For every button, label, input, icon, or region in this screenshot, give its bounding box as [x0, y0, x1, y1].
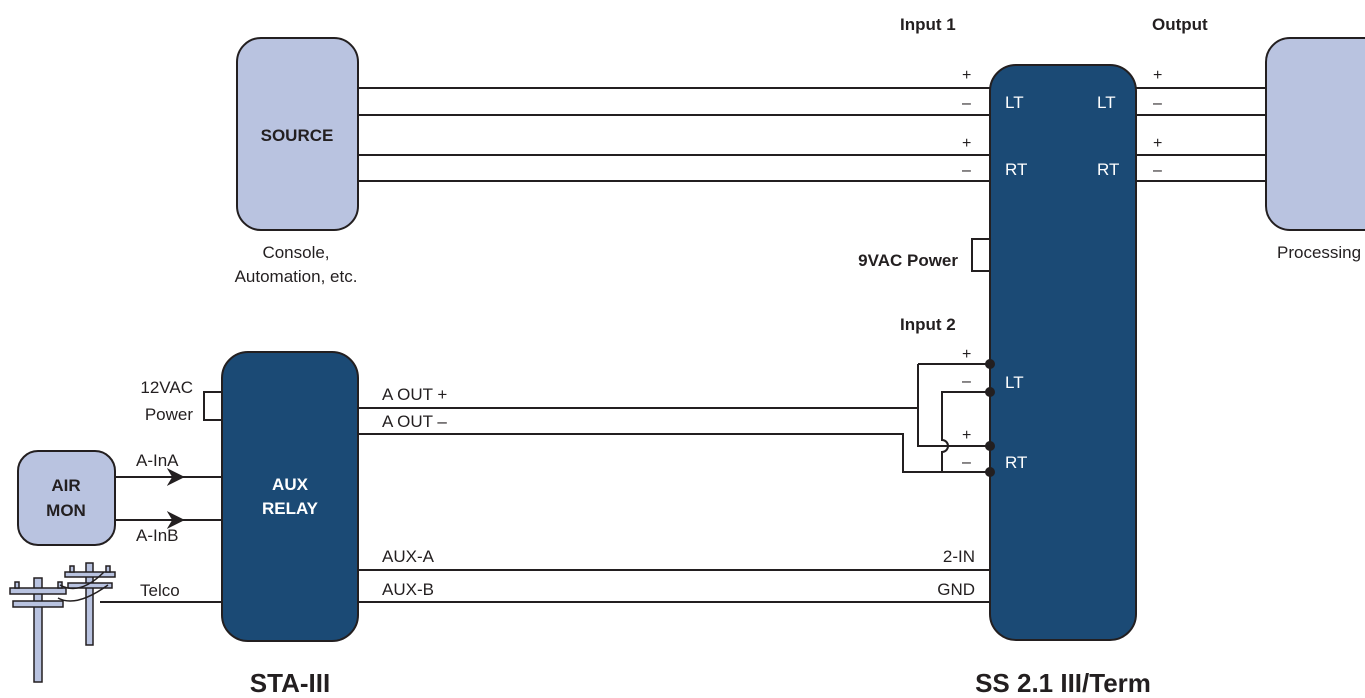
- input1-label: Input 1: [900, 15, 956, 34]
- a-in-a-label: A-InA: [136, 451, 179, 470]
- aux-relay-label-line1: AUX: [272, 475, 309, 494]
- pin-gnd-label: GND: [937, 580, 975, 599]
- air-mon-box: [17, 450, 116, 546]
- source-caption-line1: Console,: [262, 243, 329, 262]
- ss21-lt-input-label: LT: [1005, 93, 1024, 112]
- output-lt-minus-sign: –: [1153, 95, 1162, 112]
- ss21-rt-input2-label: RT: [1005, 453, 1027, 472]
- processing-caption: Processing: [1277, 243, 1361, 262]
- ss21-rt-output-label: RT: [1097, 160, 1119, 179]
- input2-rt-minus-sign: –: [962, 454, 971, 471]
- output-label: Output: [1152, 15, 1208, 34]
- aux-relay-box: [221, 351, 359, 642]
- aux-a-label: AUX-A: [382, 547, 435, 566]
- ss21-lt-input2-label: LT: [1005, 373, 1024, 392]
- a-out-minus-wire: [358, 433, 960, 473]
- input2-lt-plus-sign: +: [962, 346, 971, 363]
- ss21-rt-input-label: RT: [1005, 160, 1027, 179]
- output-lt-plus-sign: +: [1153, 67, 1162, 84]
- source-label: SOURCE: [261, 126, 334, 145]
- aux-b-label: AUX-B: [382, 580, 434, 599]
- input2-rt-minus-terminal: [985, 467, 995, 477]
- ss21-title: SS 2.1 III/Term: [975, 668, 1151, 698]
- input2-lt-minus-sign: –: [962, 373, 971, 390]
- input1-lt-plus-sign: +: [962, 67, 971, 84]
- aux-relay-power-line2: Power: [145, 405, 194, 424]
- air-mon-label-line1: AIR: [51, 476, 80, 495]
- input2-lt-minus-terminal: [985, 387, 995, 397]
- a-out-plus-label: A OUT +: [382, 385, 447, 404]
- pin-2in-label: 2-IN: [943, 547, 975, 566]
- aux-relay-power-jack: [203, 391, 223, 421]
- output-rt-plus-sign: +: [1153, 135, 1162, 152]
- input2-rt-plus-sign: +: [962, 427, 971, 444]
- input1-rt-plus-sign: +: [962, 135, 971, 152]
- input2-label: Input 2: [900, 315, 956, 334]
- telephone-pole-icon: [9, 562, 116, 683]
- a-out-plus-bridge: [917, 364, 960, 447]
- a-out-minus-bridge: [941, 391, 960, 472]
- input2-rt-plus-terminal: [985, 441, 995, 451]
- aux-relay-label-line2: RELAY: [262, 499, 319, 518]
- air-mon-label-line2: MON: [46, 501, 86, 520]
- source-caption-line2: Automation, etc.: [235, 267, 358, 286]
- source-box: [236, 37, 359, 231]
- input2-lt-plus-terminal: [985, 359, 995, 369]
- output-rt-minus-sign: –: [1153, 162, 1162, 179]
- processing-box: [1265, 37, 1365, 231]
- a-in-b-label: A-InB: [136, 526, 179, 545]
- a-out-minus-label: A OUT –: [382, 412, 447, 431]
- aux-relay-title: STA-III: [250, 668, 330, 698]
- aux-relay-power-line1: 12VAC: [140, 378, 193, 397]
- ss21-power-jack: [971, 238, 991, 272]
- input1-lt-minus-sign: –: [962, 95, 971, 112]
- ss21-box: [989, 64, 1137, 641]
- ss21-power-label: 9VAC Power: [858, 251, 958, 270]
- input1-rt-minus-sign: –: [962, 162, 971, 179]
- ss21-lt-output-label: LT: [1097, 93, 1116, 112]
- telco-label: Telco: [140, 581, 180, 600]
